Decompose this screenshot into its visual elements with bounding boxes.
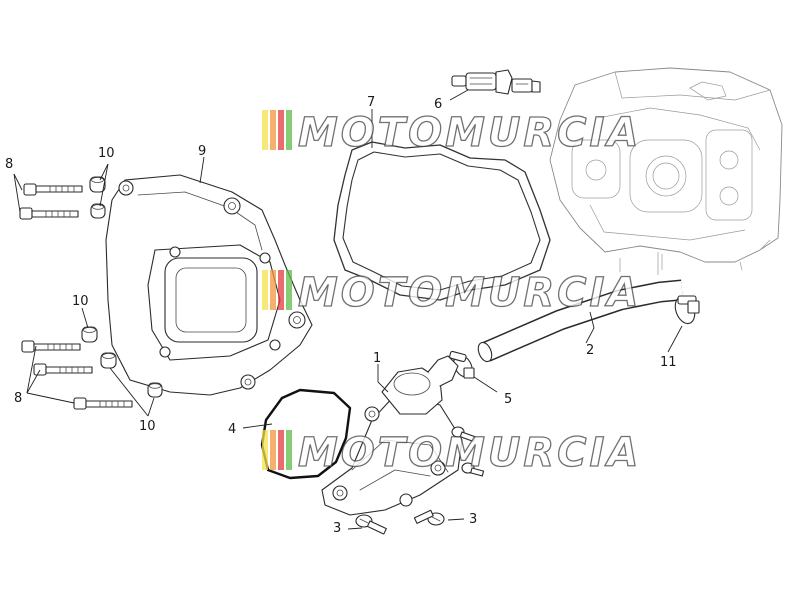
callout-8: 8 [5,157,13,172]
callout-10: 10 [98,146,115,161]
cover-bolt-upper [23,183,83,196]
valve-cover-gasket [333,141,551,301]
oil-breather-housing [321,355,463,516]
spacer-bush [81,326,98,343]
watermark-logo: MOTOMURCIA [262,109,641,157]
callout-labels: 1 2 3 3 4 5 6 7 8 8 9 10 10 10 11 [5,95,677,536]
watermark-text: MOTOMURCIA [298,110,641,156]
spacer-bush [90,203,106,219]
spacer-bush [100,352,117,369]
watermark-text: MOTOMURCIA [298,430,641,476]
breather-pipe [477,279,683,363]
spacer-bush [89,176,106,193]
callout-5: 5 [504,392,512,407]
pipe-clamp-5 [449,350,475,379]
cover-bolt-lower [21,340,81,353]
callout-9: 9 [198,144,206,159]
callout-10: 10 [72,294,89,309]
callout-4: 4 [228,422,236,437]
callout-11: 11 [660,355,677,370]
housing-screw [413,509,445,526]
callout-10: 10 [139,419,156,434]
callout-3: 3 [469,512,477,527]
housing-screw [461,462,485,477]
cover-bolt-lower [73,397,133,410]
spacer-bush [147,382,163,398]
housing-screw [355,514,387,535]
callout-1: 1 [373,351,381,366]
cylinder-head [549,67,783,275]
cover-bolt-lower [33,363,93,376]
spark-plug [451,69,541,95]
callout-7: 7 [367,95,375,110]
valve-cover [105,174,313,396]
callout-8: 8 [14,391,22,406]
callout-2: 2 [586,343,594,358]
cover-bolt-upper [19,207,79,220]
watermark-logo: MOTOMURCIA [262,269,641,317]
housing-screw [451,426,476,443]
leader-lines [13,89,683,530]
callout-3: 3 [333,521,341,536]
watermark-logo: MOTOMURCIA [262,429,641,477]
watermark-text: MOTOMURCIA [298,270,641,316]
callout-6: 6 [434,97,442,112]
pipe-clamp-11 [674,295,700,325]
